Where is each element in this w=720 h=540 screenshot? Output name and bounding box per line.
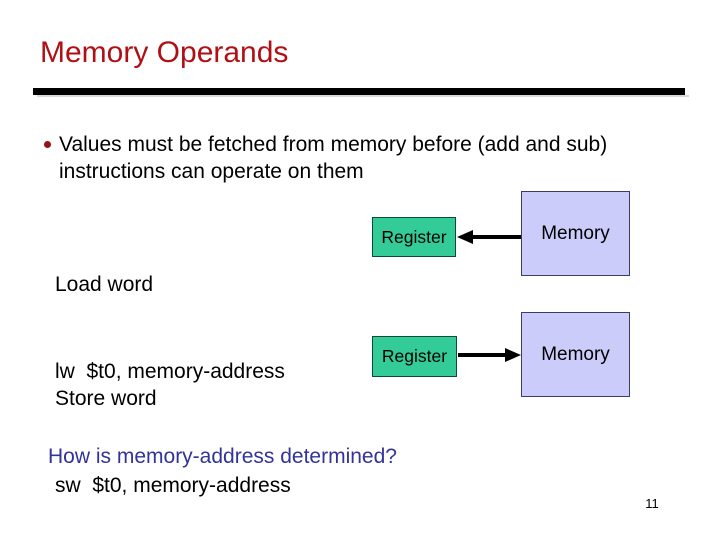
bullet-text-line1: Values must be fetched from memory befor… [59,133,608,156]
bullet-dot-icon [44,141,51,148]
slide-title: Memory Operands [40,36,289,69]
load-word-text: Load word lw $t0, memory-address [55,212,285,444]
store-word-instruction: sw $t0, memory-address [55,474,291,497]
bullet-item: Values must be fetched from memory befor… [44,131,709,185]
load-register-label: Register [381,226,447,247]
arrow-register-to-memory-icon [458,348,521,362]
store-register-box: Register [372,336,457,377]
load-word-instruction: lw $t0, memory-address [55,360,285,383]
page-number: 11 [645,496,659,511]
load-word-title: Load word [55,273,154,296]
bullet-text: Values must be fetched from memory befor… [59,131,607,185]
store-word-text: Store word sw $t0, memory-address [55,326,291,540]
load-register-box: Register [372,217,456,257]
bullet-text-line2: instructions can operate on them [59,160,364,183]
store-memory-label: Memory [541,343,610,365]
arrow-memory-to-register-icon [457,230,521,244]
title-divider-bar [33,88,685,95]
title-divider-shadow [37,95,689,97]
load-memory-box: Memory [521,191,630,276]
question-text: How is memory-address determined? [48,445,397,468]
load-memory-label: Memory [541,222,610,244]
store-word-title: Store word [55,387,157,410]
store-memory-box: Memory [521,312,630,397]
store-register-label: Register [381,346,448,366]
